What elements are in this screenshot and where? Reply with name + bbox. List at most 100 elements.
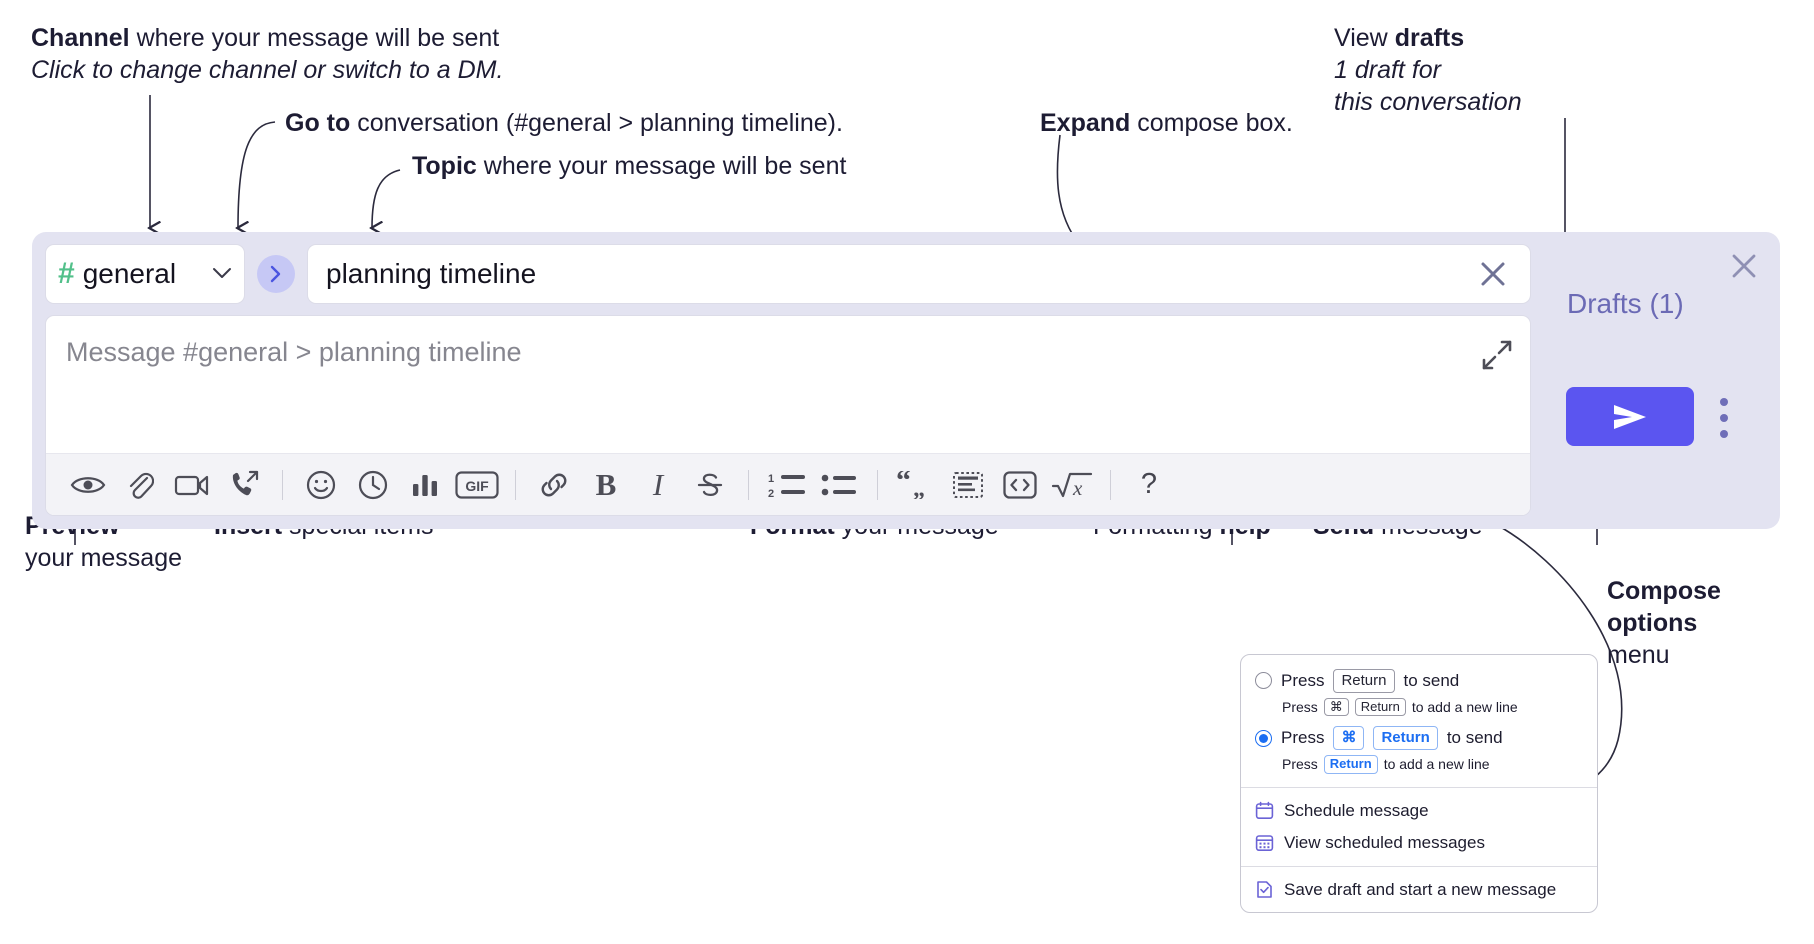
calendar-icon bbox=[1255, 801, 1274, 820]
press-label: Press bbox=[1281, 670, 1325, 690]
annotation-drafts-plain: View bbox=[1334, 24, 1395, 52]
svg-text:“: “ bbox=[896, 471, 911, 497]
help-label: ? bbox=[1140, 468, 1158, 500]
newline-label: to add a new line bbox=[1383, 756, 1490, 773]
link-icon[interactable] bbox=[528, 462, 580, 508]
video-icon[interactable] bbox=[166, 462, 218, 508]
annotation-channel: Channel where your message will be sent … bbox=[31, 22, 503, 86]
annotation-goto-bold: Go to bbox=[285, 109, 351, 137]
dot bbox=[1720, 414, 1728, 422]
message-input-area[interactable]: Message #general > planning timeline bbox=[45, 315, 1531, 516]
key-command: ⌘ bbox=[1333, 726, 1365, 750]
blockquote-icon[interactable]: “ „ bbox=[890, 462, 942, 508]
clock-icon[interactable] bbox=[347, 462, 399, 508]
close-compose-icon[interactable] bbox=[1726, 248, 1762, 284]
send-paper-plane-icon bbox=[1614, 404, 1646, 429]
svg-text:2: 2 bbox=[768, 488, 774, 499]
radio-button[interactable] bbox=[1255, 672, 1272, 690]
help-icon[interactable]: ? bbox=[1123, 462, 1175, 508]
annotation-compose-bold1: Compose bbox=[1607, 577, 1721, 605]
menu-subtext-return: Press ⌘ Return to add a new line bbox=[1241, 697, 1597, 723]
goto-conversation-button[interactable] bbox=[257, 255, 295, 293]
menu-radio-option-return[interactable]: Press Return to send bbox=[1241, 665, 1597, 697]
menu-item-save-draft[interactable]: Save draft and start a new message bbox=[1241, 874, 1597, 906]
press-label: Press bbox=[1281, 728, 1325, 748]
poll-icon[interactable] bbox=[399, 462, 451, 508]
channel-selector[interactable]: # general bbox=[45, 244, 245, 304]
annotation-topic-rest: where your message will be sent bbox=[476, 152, 847, 180]
key-return: Return bbox=[1323, 754, 1378, 774]
svg-text:x: x bbox=[1072, 476, 1083, 500]
emoji-icon[interactable] bbox=[295, 462, 347, 508]
annotation-goto-rest: conversation (#general > planning timeli… bbox=[350, 109, 843, 137]
ordered-list-icon[interactable]: 1 2 bbox=[761, 462, 813, 508]
annotation-compose-bold2: options bbox=[1607, 609, 1698, 637]
menu-radio-option-cmd-return[interactable]: Press ⌘ Return to send bbox=[1241, 722, 1597, 754]
code-block-icon[interactable] bbox=[942, 462, 994, 508]
compose-main-column: # general planning timeline M bbox=[45, 244, 1531, 516]
compose-right-column: Drafts (1) bbox=[1545, 232, 1780, 529]
toolbar-separator bbox=[748, 469, 749, 500]
audio-call-icon[interactable] bbox=[218, 462, 270, 508]
bulleted-list-icon[interactable] bbox=[813, 462, 865, 508]
hash-icon: # bbox=[58, 257, 75, 290]
key-return: Return bbox=[1373, 726, 1438, 750]
press-label: Press bbox=[1282, 698, 1318, 715]
compose-options-menu: Press Return to send Press ⌘ Return to a… bbox=[1240, 654, 1598, 913]
formatting-toolbar: GIF B bbox=[46, 453, 1530, 515]
annotation-topic: Topic where your message will be sent bbox=[412, 150, 846, 182]
radio-button-selected[interactable] bbox=[1255, 729, 1272, 747]
key-command: ⌘ bbox=[1323, 697, 1349, 717]
annotation-preview-rest: your message bbox=[25, 544, 183, 572]
gif-icon[interactable]: GIF bbox=[451, 462, 503, 508]
message-placeholder: Message #general > planning timeline bbox=[66, 337, 522, 367]
annotation-goto: Go to conversation (#general > planning … bbox=[285, 107, 843, 139]
toolbar-separator bbox=[1110, 469, 1111, 500]
math-icon[interactable]: x bbox=[1046, 462, 1098, 508]
annotation-channel-rest: where your message will be sent bbox=[129, 24, 500, 52]
svg-text:GIF: GIF bbox=[465, 478, 489, 494]
code-icon[interactable] bbox=[994, 462, 1046, 508]
menu-divider bbox=[1241, 865, 1597, 867]
save-draft-icon bbox=[1255, 880, 1274, 899]
italic-icon[interactable]: I bbox=[652, 466, 664, 502]
annotation-drafts-italic1: 1 draft for bbox=[1334, 56, 1441, 84]
menu-item-view-scheduled[interactable]: View scheduled messages bbox=[1241, 827, 1597, 859]
menu-divider bbox=[1241, 786, 1597, 788]
topic-value: planning timeline bbox=[326, 258, 537, 289]
menu-item-label: Save draft and start a new message bbox=[1284, 879, 1557, 899]
toolbar-separator bbox=[515, 469, 516, 500]
menu-subtext-cmd-return: Press Return to add a new line bbox=[1241, 754, 1597, 780]
annotation-drafts-italic2: this conversation bbox=[1334, 88, 1522, 116]
annotation-channel-italic: Click to change channel or switch to a D… bbox=[31, 56, 504, 84]
bold-icon[interactable]: B bbox=[595, 466, 617, 502]
preview-icon[interactable] bbox=[62, 462, 114, 508]
menu-item-schedule-message[interactable]: Schedule message bbox=[1241, 795, 1597, 827]
annotation-compose-rest: menu bbox=[1607, 641, 1670, 669]
strikethrough-icon[interactable] bbox=[684, 462, 736, 508]
compose-box: # general planning timeline M bbox=[32, 232, 1780, 529]
key-return: Return bbox=[1354, 697, 1406, 717]
svg-text:1: 1 bbox=[768, 473, 774, 485]
menu-item-label: Schedule message bbox=[1284, 800, 1429, 820]
expand-icon[interactable] bbox=[1480, 338, 1514, 372]
annotation-drafts: View drafts 1 draft for this conversatio… bbox=[1334, 22, 1522, 118]
svg-text:„: „ bbox=[913, 476, 925, 499]
annotation-expand: Expand compose box. bbox=[1040, 107, 1293, 139]
to-send-label: to send bbox=[1446, 728, 1503, 748]
compose-header-row: # general planning timeline bbox=[45, 244, 1531, 304]
press-label: Press bbox=[1282, 756, 1318, 773]
chevron-down-icon bbox=[212, 264, 232, 284]
menu-item-label: View scheduled messages bbox=[1284, 832, 1485, 852]
toolbar-separator bbox=[877, 469, 878, 500]
send-button[interactable] bbox=[1566, 387, 1694, 446]
annotation-expand-bold: Expand bbox=[1040, 109, 1131, 137]
dot bbox=[1720, 430, 1728, 438]
toolbar-separator bbox=[282, 469, 283, 500]
dot bbox=[1720, 398, 1728, 406]
topic-input[interactable]: planning timeline bbox=[307, 244, 1531, 304]
attachment-icon[interactable] bbox=[114, 462, 166, 508]
close-icon[interactable] bbox=[1474, 255, 1512, 293]
compose-options-button[interactable] bbox=[1713, 398, 1735, 438]
drafts-link[interactable]: Drafts (1) bbox=[1567, 288, 1684, 319]
